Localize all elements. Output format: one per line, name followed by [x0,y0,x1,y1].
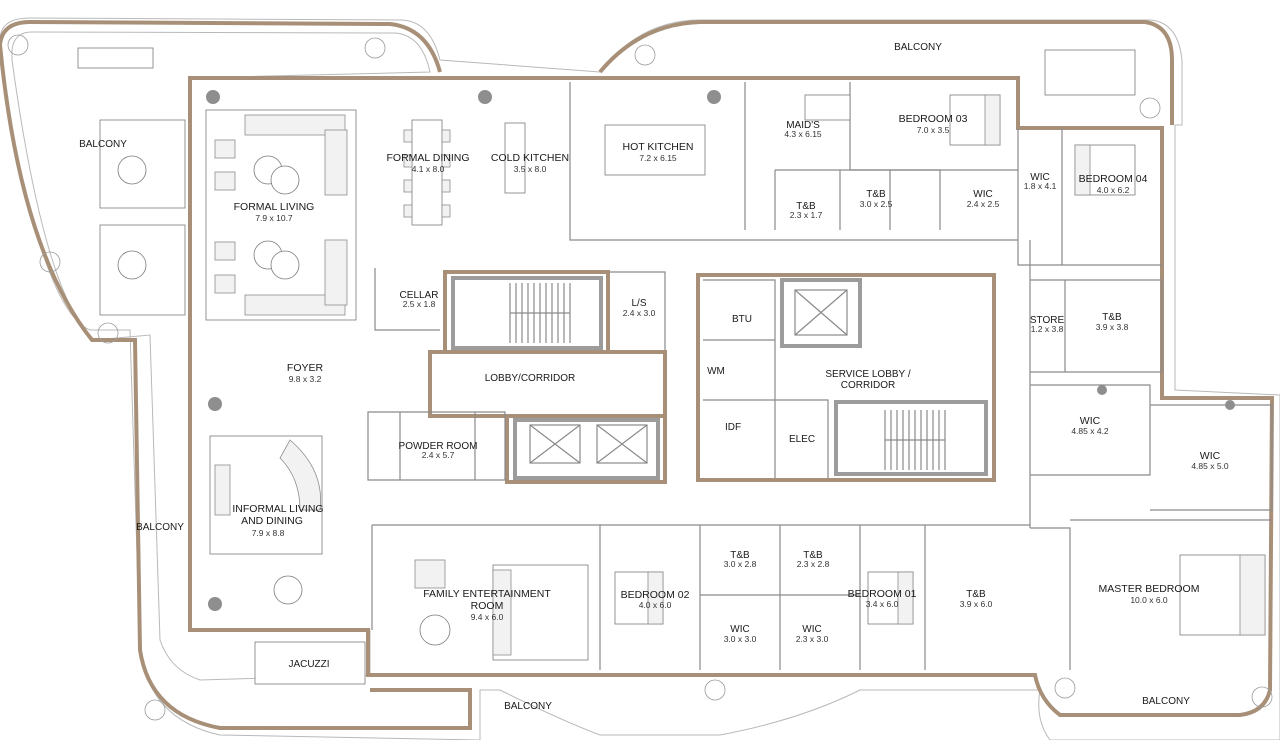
label-balcony-se: BALCONY [1142,696,1190,707]
exterior-wall-north-balcony [0,19,1174,125]
dim-tb-b04: 3.9 x 3.8 [1096,322,1129,332]
label-bedroom02: BEDROOM 02 [621,589,690,601]
lift-core [505,414,667,484]
informal-living-furniture [209,435,323,605]
dim-cellar: 2.5 x 1.8 [403,299,436,309]
dim-maids: 4.3 x 6.15 [784,129,822,139]
label-idf: IDF [725,422,741,433]
balcony-outline [0,17,1280,740]
dim-family: 9.4 x 6.0 [471,612,504,622]
dim-ls: 2.4 x 3.0 [623,308,656,318]
dim-informal: 7.9 x 8.8 [252,528,285,538]
label-balcony-s: BALCONY [504,701,552,712]
label-wic-m1: WIC [1080,415,1101,427]
label-family-2: ROOM [471,600,504,612]
interior-walls [367,82,1273,670]
label-bedroom01: BEDROOM 01 [848,588,917,600]
dim-tb-b03: 3.0 x 2.5 [860,199,893,209]
dim-powder: 2.4 x 5.7 [422,450,455,460]
label-balcony-nw: BALCONY [79,139,127,150]
dim-wic-b01: 2.3 x 3.0 [796,634,829,644]
label-maids: MAID'S [786,120,820,131]
dim-wic-m2: 4.85 x 5.0 [1191,461,1229,471]
lobby-core [428,350,667,418]
label-bedroom03: BEDROOM 03 [899,113,968,125]
dim-hot-kitchen: 7.2 x 6.15 [639,153,677,163]
label-service-lobby-1: SERVICE LOBBY / [825,369,910,380]
label-balcony-ne: BALCONY [894,42,942,53]
label-btu: BTU [732,314,752,325]
label-balcony-w: BALCONY [136,522,184,533]
core-walls [451,276,988,480]
label-cellar: CELLAR [400,290,439,301]
dim-bedroom04: 4.0 x 6.2 [1097,185,1130,195]
dim-wic-m1: 4.85 x 4.2 [1071,426,1109,436]
formal-living-furniture [205,109,357,321]
balcony-outline-inner [11,31,431,681]
stair-core-north [443,270,610,354]
label-family-1: FAMILY ENTERTAINMENT [423,588,551,600]
label-wic-b01: WIC [802,624,821,635]
label-tb-master: T&B [966,589,986,600]
dim-wic-b03: 2.4 x 2.5 [967,199,1000,209]
dim-tb-b02: 3.0 x 2.8 [724,559,757,569]
label-foyer: FOYER [287,362,324,374]
label-tb-b01: T&B [803,550,823,561]
label-cold-kitchen: COLD KITCHEN [491,152,569,164]
kitchen-island [604,124,706,176]
label-informal-1: INFORMAL LIVING [232,503,323,515]
label-wm: WM [707,366,725,377]
dim-wic-b04: 1.8 x 4.1 [1024,181,1057,191]
label-tb-b02: T&B [730,550,750,561]
service-core [696,273,996,482]
dim-store: 1.2 x 3.8 [1031,324,1064,334]
label-service-lobby-2: CORRIDOR [841,380,895,391]
trees [7,34,1273,721]
dim-master: 10.0 x 6.0 [1130,595,1168,605]
dim-bedroom01: 3.4 x 6.0 [866,599,899,609]
exterior-wall-west-balcony [0,44,472,730]
dim-formal-dining: 4.1 x 8.0 [412,164,445,174]
label-formal-dining: FORMAL DINING [386,152,469,164]
dim-bedroom03: 7.0 x 3.5 [917,125,950,135]
family-room-furniture [414,559,589,661]
label-master: MASTER BEDROOM [1099,583,1200,595]
dim-cold-kitchen: 3.5 x 8.0 [514,164,547,174]
label-store: STORE [1030,315,1065,326]
dim-tb-b01: 2.3 x 2.8 [797,559,830,569]
label-formal-living: FORMAL LIVING [234,201,315,213]
dim-foyer: 9.8 x 3.2 [289,374,322,384]
dining-table [403,119,526,226]
label-informal-2: AND DINING [241,515,303,527]
dim-wic-b02: 3.0 x 3.0 [724,634,757,644]
label-tb-b03: T&B [866,189,886,200]
label-lobby: LOBBY/CORRIDOR [485,373,576,384]
jacuzzi-tub [254,641,366,685]
label-ls: L/S [631,298,646,309]
dim-tb-maid: 2.3 x 1.7 [790,210,823,220]
label-elec: ELEC [789,434,815,445]
stair-treads [509,283,946,470]
label-bedroom04: BEDROOM 04 [1079,173,1148,185]
dim-formal-living: 7.9 x 10.7 [255,213,293,223]
columns [206,90,1235,611]
label-powder: POWDER ROOM [399,441,478,452]
balcony-furniture [77,47,1136,316]
room-labels: BALCONY BALCONY BALCONY BALCONY BALCONY … [79,42,1229,712]
dim-bedroom02: 4.0 x 6.0 [639,600,672,610]
label-wic-b02: WIC [730,624,749,635]
label-tb-maid: T&B [796,201,816,212]
label-wic-b04: WIC [1030,172,1049,183]
label-tb-b04: T&B [1102,312,1122,323]
lift-cars [529,289,848,464]
dim-tb-master: 3.9 x 6.0 [960,599,993,609]
label-wic-m2: WIC [1200,450,1221,462]
label-wic-b03: WIC [973,189,992,200]
label-hot-kitchen: HOT KITCHEN [623,141,694,153]
beds [614,94,1266,636]
label-jacuzzi: JACUZZI [288,659,329,670]
